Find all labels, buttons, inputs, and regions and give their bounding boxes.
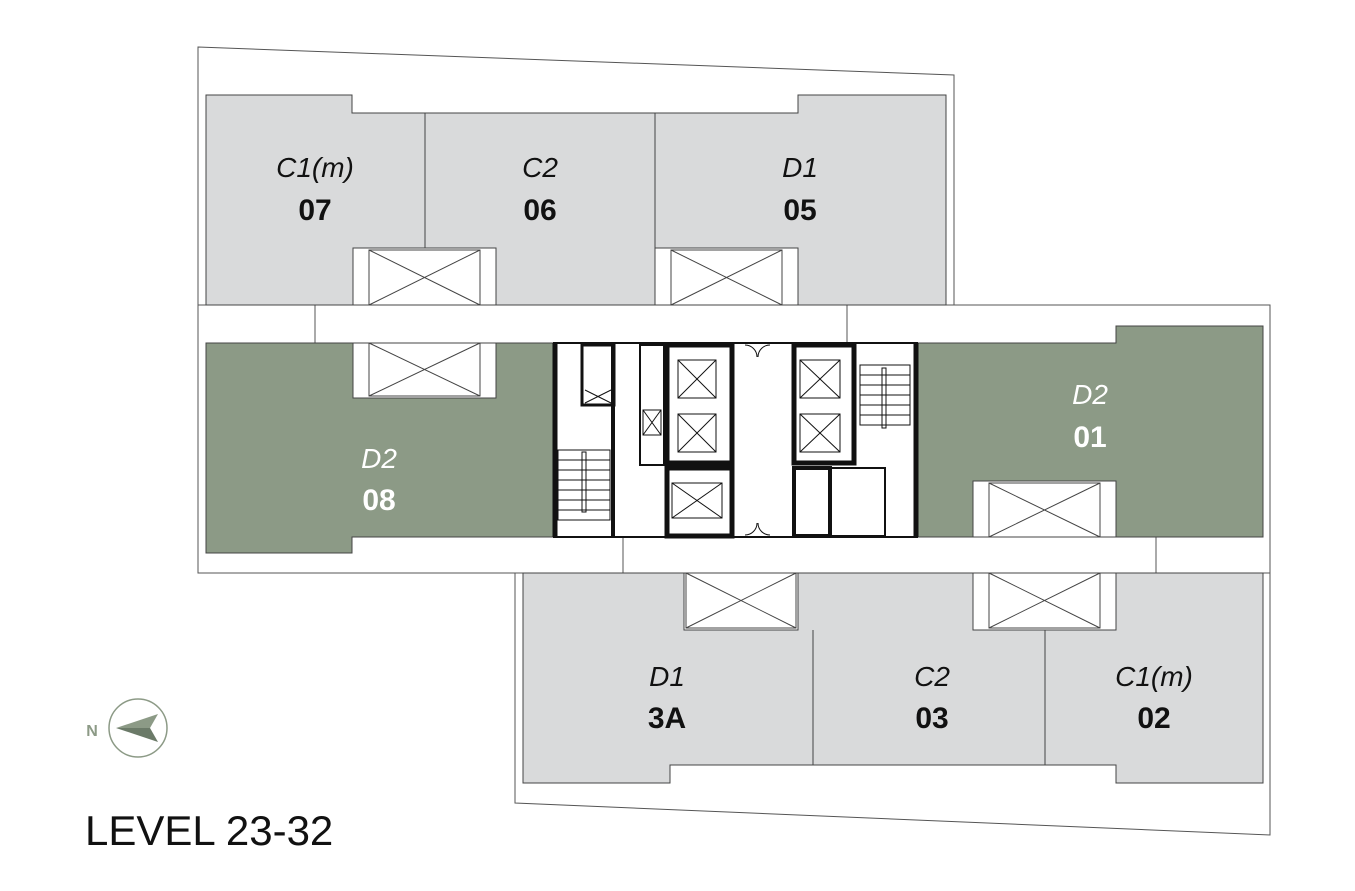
void-opening (972, 572, 1117, 631)
void-opening (972, 480, 1117, 538)
building-outline (197, 46, 1271, 836)
unit-type: D1 (649, 661, 685, 692)
unit-type: C1(m) (276, 152, 354, 183)
unit-number: 05 (783, 194, 816, 227)
void-opening (352, 247, 497, 306)
unit-number: 08 (362, 484, 395, 517)
unit-number: 01 (1073, 421, 1106, 454)
void-opening (683, 572, 799, 631)
void-opening (654, 247, 799, 306)
north-arrow-icon: N (86, 698, 168, 758)
unit-03[interactable]: C2 03 (914, 661, 950, 735)
unit-number: 03 (915, 702, 948, 735)
unit-06[interactable]: C2 06 (522, 152, 558, 227)
building-core (552, 342, 919, 539)
unit-number: 06 (523, 194, 556, 227)
unit-07[interactable]: C1(m) 07 (276, 152, 354, 227)
compass-label: N (86, 723, 98, 740)
unit-type: C1(m) (1115, 661, 1193, 692)
level-title: LEVEL 23-32 (85, 807, 333, 854)
unit-type: C2 (522, 152, 558, 183)
unit-08[interactable]: D2 08 (361, 443, 397, 517)
unit-type: D1 (782, 152, 818, 183)
unit-3a[interactable]: D1 3A (648, 661, 686, 735)
unit-type: C2 (914, 661, 950, 692)
unit-number: 02 (1137, 702, 1170, 735)
void-opening (352, 342, 497, 399)
unit-02[interactable]: C1(m) 02 (1115, 661, 1193, 735)
unit-number: 07 (298, 194, 331, 227)
unit-05[interactable]: D1 05 (782, 152, 818, 227)
unit-type: D2 (361, 443, 397, 474)
stairs (557, 364, 911, 521)
unit-number: 3A (648, 702, 686, 735)
unit-01[interactable]: D2 01 (1072, 379, 1108, 454)
unit-type: D2 (1072, 379, 1108, 410)
